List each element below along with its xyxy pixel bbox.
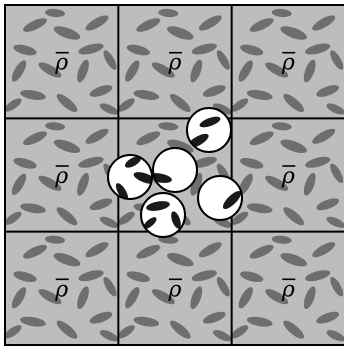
density-symbol: ρ (54, 277, 68, 302)
inclusion-circle (185, 108, 231, 152)
cell-label: ρ (281, 277, 295, 302)
density-symbol: ρ (54, 51, 68, 76)
cell-label: ρ (54, 51, 68, 76)
cell-label: ρ (168, 277, 182, 302)
density-symbol: ρ (281, 164, 295, 189)
cell-label: ρ (54, 277, 68, 302)
density-symbol: ρ (54, 164, 68, 189)
cell-label: ρ (168, 51, 182, 76)
inclusion-circle (141, 193, 185, 237)
density-symbol: ρ (168, 51, 182, 76)
inclusion-circle (198, 176, 244, 220)
cell-label: ρ (54, 164, 68, 189)
density-symbol: ρ (168, 277, 182, 302)
cell-label: ρ (281, 164, 295, 189)
density-symbol: ρ (281, 277, 295, 302)
density-symbol: ρ (281, 51, 295, 76)
cell-label: ρ (281, 51, 295, 76)
